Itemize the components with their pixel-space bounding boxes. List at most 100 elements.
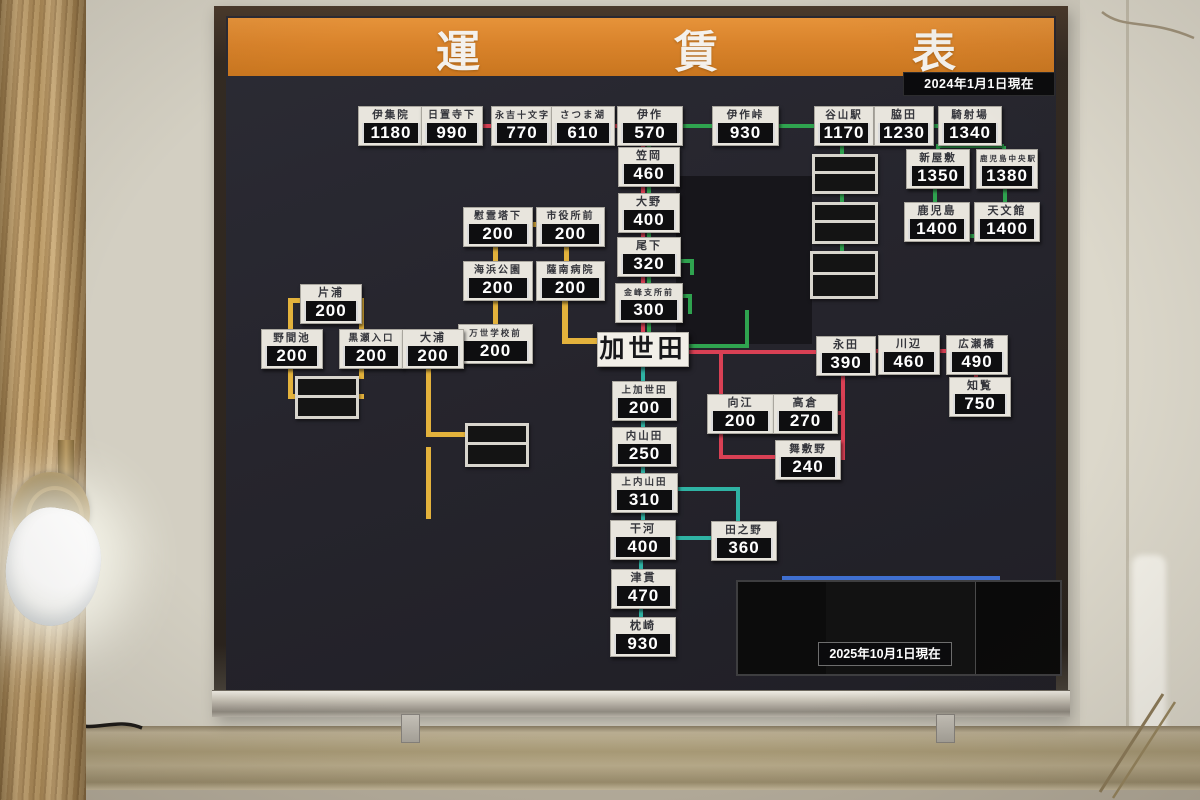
station-name-label: 金峰支所前 xyxy=(624,288,674,297)
station-fare-value: 1350 xyxy=(910,166,966,186)
redacted-box-divider xyxy=(468,442,526,445)
station-fare-value: 300 xyxy=(619,300,679,320)
route-line-green xyxy=(936,144,1004,148)
station-fare-value: 460 xyxy=(622,164,676,184)
station-fare-value: 200 xyxy=(540,224,601,244)
station-fare-value: 1400 xyxy=(978,219,1036,239)
station-name-label: 永田 xyxy=(833,339,859,351)
route-line-green xyxy=(964,234,976,238)
route-line-green xyxy=(690,259,694,275)
route-line-red xyxy=(719,431,723,459)
station-name-label: 田之野 xyxy=(725,524,763,536)
route-line-blue xyxy=(782,576,1000,580)
route-line-green xyxy=(675,259,693,263)
station-name-label: 向江 xyxy=(727,397,754,409)
station-name-label: 大野 xyxy=(636,196,662,208)
molding-beam xyxy=(0,726,1200,790)
station-fare-value: 490 xyxy=(950,352,1004,372)
station-name-label: さつま湖 xyxy=(559,110,606,121)
station-name-label: 天文館 xyxy=(987,205,1027,217)
hanging-rope xyxy=(1098,693,1177,799)
route-line-teal xyxy=(672,487,740,491)
board-header-band xyxy=(228,18,1054,76)
station-fare-value: 200 xyxy=(462,341,529,361)
station-name-label: 騎射場 xyxy=(951,109,989,121)
route-line-green xyxy=(1003,186,1007,204)
route-line-red xyxy=(872,349,880,353)
route-line-yellow xyxy=(562,301,568,343)
station-fare-value: 270 xyxy=(777,411,834,431)
route-line-green xyxy=(933,186,937,204)
station-name-label: 津貫 xyxy=(630,572,657,584)
route-line-red xyxy=(719,455,777,459)
redacted-station-box xyxy=(465,423,529,467)
redacted-box-divider xyxy=(813,272,875,275)
station-name-label: 野間池 xyxy=(273,332,311,344)
station-fare-value: 390 xyxy=(820,353,872,373)
station-name-label: 海浜公園 xyxy=(474,265,522,276)
route-line-teal xyxy=(639,600,643,618)
station-fare-value: 200 xyxy=(616,398,673,418)
station-fare-box: 金峰支所前 300 xyxy=(615,283,683,323)
route-line-red xyxy=(935,349,948,353)
route-line-green xyxy=(678,124,940,128)
station-name-label: 伊集院 xyxy=(372,109,410,121)
wall-seam xyxy=(1126,0,1129,800)
route-line-yellow xyxy=(359,365,364,379)
station-fare-value: 610 xyxy=(555,123,611,143)
route-line-yellow xyxy=(288,298,293,330)
station-name-label: 伊作 xyxy=(637,109,663,121)
redacted-station-box xyxy=(812,154,878,194)
station-fare-value: 400 xyxy=(614,537,672,557)
station-name-label: 内山田 xyxy=(625,430,664,442)
station-name-label: 黒瀬入口 xyxy=(348,333,395,344)
route-line-yellow xyxy=(426,432,466,437)
station-name-label: 市役所前 xyxy=(546,211,595,222)
station-fare-value: 250 xyxy=(616,444,673,464)
route-line-teal xyxy=(639,552,643,570)
route-line-teal xyxy=(736,487,740,523)
route-line-yellow xyxy=(288,365,293,399)
station-fare-value: 750 xyxy=(953,394,1007,414)
station-fare-value: 200 xyxy=(540,278,601,298)
station-fare-value: 470 xyxy=(615,586,672,606)
redacted-area xyxy=(676,176,812,344)
route-line-green xyxy=(686,344,748,348)
station-name-label: 尾下 xyxy=(636,240,662,252)
station-name-label: 枕崎 xyxy=(630,620,656,632)
title-char: 運 xyxy=(436,28,480,77)
station-fare-value: 360 xyxy=(715,538,773,558)
station-fare-value: 1340 xyxy=(942,123,998,143)
station-name-label: 川辺 xyxy=(896,338,922,350)
station-name-label: 大浦 xyxy=(420,332,446,344)
route-line-yellow xyxy=(493,301,498,325)
station-name-label: 笠岡 xyxy=(636,150,662,162)
station-fare-box: 永田 390 xyxy=(816,336,876,376)
station-fare-value: 1230 xyxy=(878,123,930,143)
wall-bottom-strip xyxy=(0,790,1200,800)
redacted-box-divider xyxy=(815,171,875,174)
route-line-green xyxy=(840,142,844,254)
route-line-yellow xyxy=(562,338,600,344)
asof-date-bottom: 2025年10月1日現在 xyxy=(818,642,952,666)
station-fare-value: 200 xyxy=(711,411,770,431)
route-line-red xyxy=(834,411,844,415)
station-fare-value: 200 xyxy=(467,224,529,244)
station-name-label: 上内山田 xyxy=(621,477,668,488)
